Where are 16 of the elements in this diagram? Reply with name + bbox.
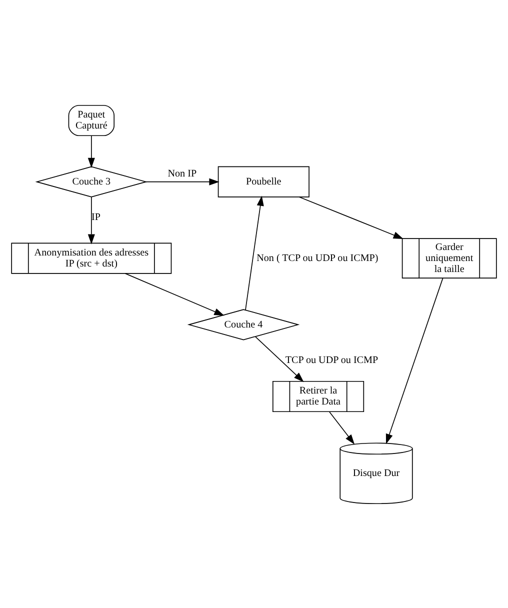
node-box: Poubelle [218,166,310,197]
node-diamond: Couche 3 [35,166,148,197]
edge-label: Non ( TCP ou UDP ou ICMP) [256,252,378,264]
arrow [386,277,444,444]
arrow [245,195,264,310]
arrow [124,272,224,316]
arrow [329,410,355,444]
arrow [88,196,95,244]
arrow [298,196,404,238]
arrow [255,336,304,382]
node-box: Paquet Capturé [68,104,115,136]
edge-label: TCP ou UDP ou ICMP [285,354,378,366]
arrow [146,178,220,185]
edge-label: IP [92,212,101,223]
arrow [88,134,95,168]
edge-label: Non IP [168,168,197,179]
